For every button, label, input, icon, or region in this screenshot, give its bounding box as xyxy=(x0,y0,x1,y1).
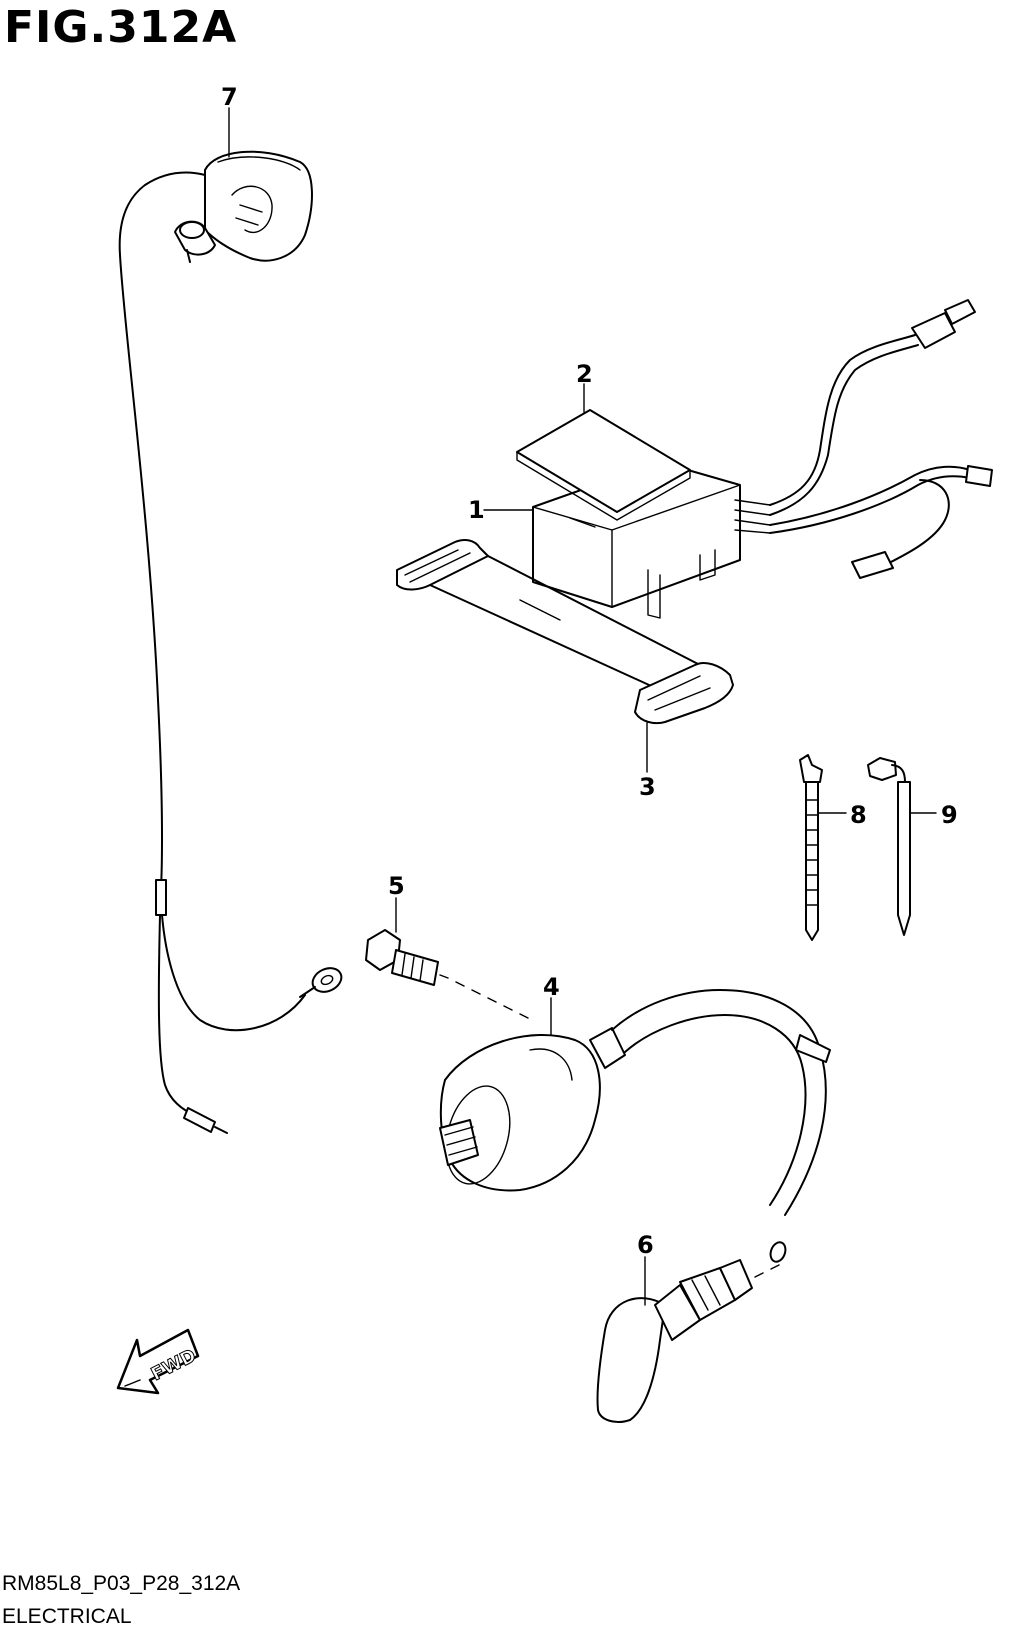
fwd-arrow: FWD xyxy=(116,1328,200,1395)
part-2-cushion-pad[interactable] xyxy=(516,409,691,521)
callout-1: 1 xyxy=(468,496,485,524)
part-6-plug-cap[interactable] xyxy=(596,1259,780,1423)
part-5-bolt[interactable] xyxy=(365,929,529,1019)
figure-title: FIG.312A xyxy=(4,2,238,53)
callout-7: 7 xyxy=(221,83,238,111)
part-4-ignition-coil[interactable] xyxy=(436,989,831,1264)
footer-section: ELECTRICAL xyxy=(2,1605,132,1628)
callout-2: 2 xyxy=(576,360,593,388)
callout-6: 6 xyxy=(637,1231,654,1259)
callout-3: 3 xyxy=(639,773,656,801)
part-7-kill-switch[interactable] xyxy=(118,150,346,1134)
cdi-wire-harness xyxy=(769,299,993,579)
callout-5: 5 xyxy=(388,872,405,900)
part-8-cable-tie[interactable] xyxy=(799,754,823,941)
part-9-clamp[interactable] xyxy=(867,757,911,936)
callout-8: 8 xyxy=(850,801,867,829)
part-3-rubber-band[interactable] xyxy=(396,539,734,725)
callout-9: 9 xyxy=(941,801,958,829)
footer-code: RM85L8_P03_P28_312A xyxy=(2,1572,241,1595)
leader-lines xyxy=(228,107,937,1306)
callout-4: 4 xyxy=(543,973,560,1001)
